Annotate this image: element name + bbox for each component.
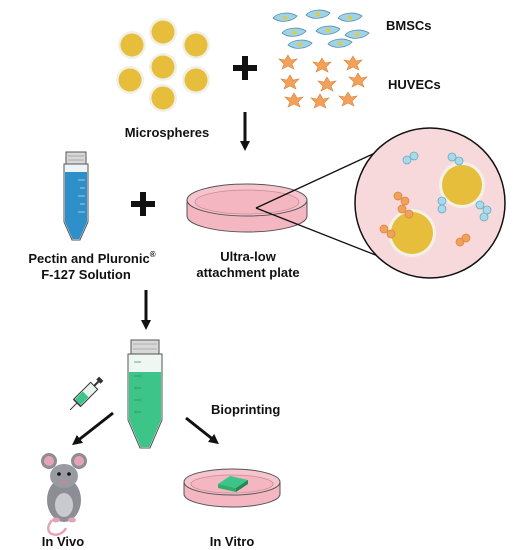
zoom-line-lower (255, 207, 379, 257)
huvec-cells-icon (278, 54, 368, 109)
mouse-icon (41, 453, 87, 536)
bmscs-label: BMSCs (386, 18, 432, 33)
microspheres-label: Microspheres (125, 125, 210, 140)
petri-dish-icon (186, 183, 308, 233)
arrow-to-in-vivo (72, 411, 114, 446)
magnifier-circle-icon (354, 127, 506, 279)
bioprinting-label: Bioprinting (211, 402, 280, 417)
pectin-label-line2: F-127 Solution (41, 267, 131, 282)
arrow-to-in-vitro (185, 416, 219, 445)
plus-sign-middle (131, 192, 155, 216)
in-vitro-dish-icon (183, 468, 281, 508)
in-vivo-label: In Vivo (42, 534, 84, 549)
bmsc-cells-icon (272, 9, 370, 49)
plus-sign-top (233, 56, 257, 80)
huvecs-label: HUVECs (388, 77, 441, 92)
bioprinted-construct-icon (218, 476, 248, 492)
green-conical-tube-icon (127, 339, 163, 449)
plate-label-line1: Ultra-low (220, 249, 277, 264)
plate-label-line2: attachment plate (196, 265, 299, 280)
in-vitro-label: In Vitro (210, 534, 255, 549)
blue-conical-tube-icon (63, 151, 89, 241)
microspheres-icon (116, 18, 210, 112)
pectin-label-line1: Pectin and Pluronic® (28, 250, 155, 266)
syringe-icon (69, 376, 104, 411)
zoom-line-upper (255, 152, 376, 209)
